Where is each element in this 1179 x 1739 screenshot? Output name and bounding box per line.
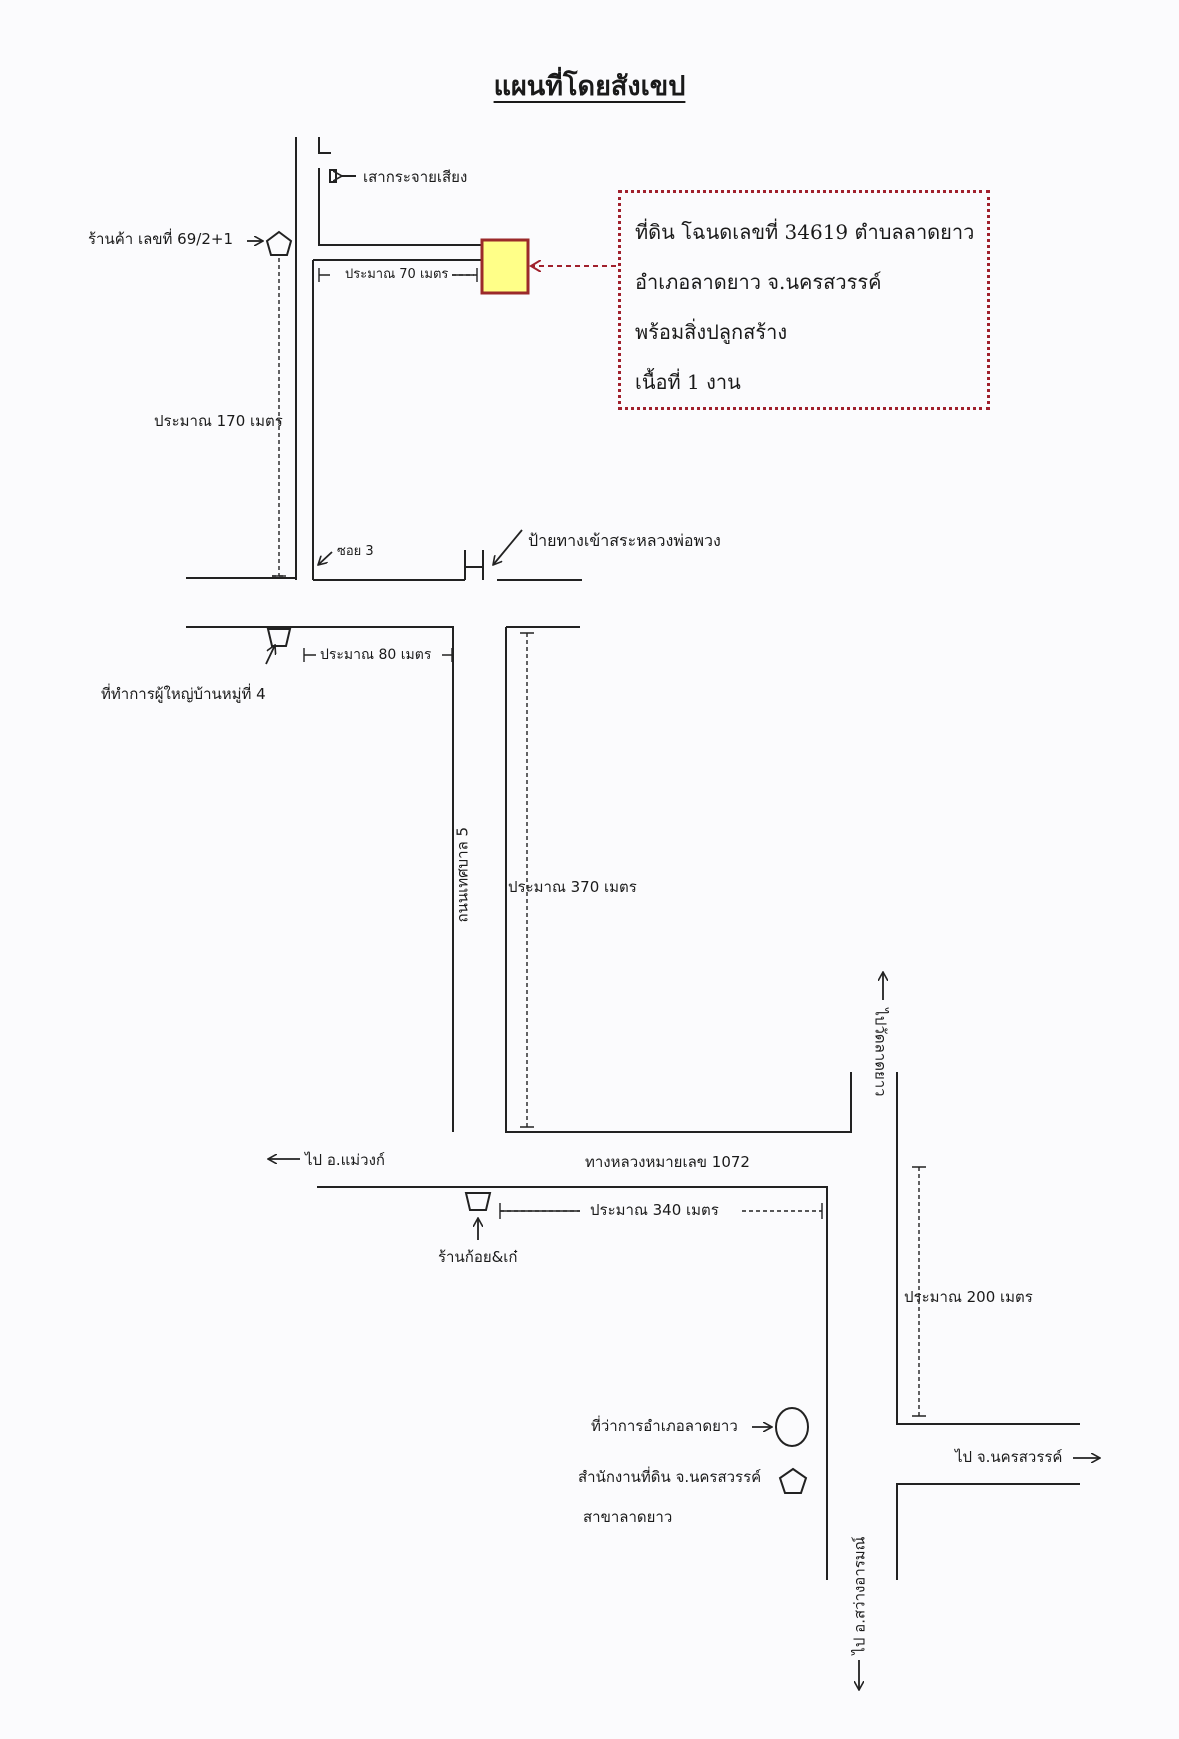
arrows: [247, 241, 1100, 1690]
approx-80-label: ประมาณ 80 เมตร: [320, 647, 432, 663]
pole-icon: [329, 169, 337, 183]
approx-370-label: ประมาณ 370 เมตร: [508, 878, 637, 896]
deed-line: อำเภอลาดยาว จ.นครสวรรค์: [635, 270, 882, 294]
roads: [186, 137, 1080, 1580]
icons: [265, 169, 809, 1494]
approx-200-label: ประมาณ 200 เมตร: [904, 1288, 1033, 1306]
trapezoid-icon: [266, 628, 292, 647]
dist-80: [303, 648, 316, 662]
land-office-branch-label: สาขาลาดยาว: [583, 1508, 673, 1526]
soi-3-label: ซอย 3: [337, 544, 374, 559]
pentagon-icon: [778, 1467, 808, 1494]
to-mae-wong-label: ไป อ.แม่วงก์: [305, 1151, 385, 1169]
district-office-label: ที่ว่าการอำเภอลาดยาว: [591, 1417, 738, 1435]
map-title: แผนที่โดยสังเขป: [493, 71, 686, 102]
highway-1072-label: ทางหลวงหมายเลข 1072: [585, 1153, 750, 1171]
shop-69-label: ร้านค้า เลขที่ 69/2+1: [88, 230, 233, 248]
municipal-road-5-label: ถนนเทศบาล 5: [453, 826, 472, 923]
village-head-office-label: ที่ทำการผู้ใหญ่บ้านหมู่ที่ 4: [101, 685, 266, 703]
dist-340: [499, 1203, 580, 1219]
road-right-south-branch: [896, 1483, 1080, 1580]
trapezoid-icon: [464, 1192, 492, 1211]
approx-70-label: ประมาณ 70 เมตร: [345, 267, 449, 282]
road-municipal-5-east: [505, 627, 852, 1133]
parcel: [480, 238, 616, 295]
to-nakhon-sawan-label: ไป จ.นครสวรรค์: [955, 1448, 1063, 1466]
land-deed-box: ที่ดิน โฉนดเลขที่ 34619 ตำบลลาดยาว อำเภอ…: [618, 190, 990, 410]
to-wat-lat-yao-label: ไปวัดลาดยาว: [871, 1008, 890, 1097]
road-right-west-edge: [896, 1072, 1080, 1425]
land-office-label: สำนักงานที่ดิน จ.นครสวรรค์: [578, 1468, 762, 1486]
deed-line: พร้อมสิ่งปลูกสร้าง: [635, 320, 788, 344]
to-sawang-arom-label: ไป อ.สว่างอารมณ์: [850, 1536, 869, 1655]
approx-340-label: ประมาณ 340 เมตร: [590, 1201, 719, 1219]
road-top-stub: [318, 137, 331, 154]
highway-1072-south-edge: [317, 1186, 828, 1580]
loudspeaker-pole-label: เสากระจายเสียง: [363, 168, 468, 186]
road-to-parcel: [318, 168, 481, 246]
dist-70: [318, 268, 478, 282]
pentagon-icon: [265, 230, 293, 256]
pond-sign-post: [464, 550, 484, 580]
approx-170-label: ประมาณ 170 เมตร: [154, 412, 283, 430]
pond-sign-label: ป้ายทางเข้าสระหลวงพ่อพวง: [528, 531, 721, 550]
deed-line: เนื้อที่ 1 งาน: [635, 370, 741, 394]
circle-icon: [775, 1407, 809, 1447]
shop-koi-label: ร้านก้อย&เก๋: [438, 1248, 518, 1266]
road-junction-south-edge: [186, 626, 454, 1132]
distance-markers: [272, 258, 926, 1417]
deed-line: ที่ดิน โฉนดเลขที่ 34619 ตำบลลาดยาว: [635, 220, 975, 244]
land-parcel: [480, 238, 530, 295]
